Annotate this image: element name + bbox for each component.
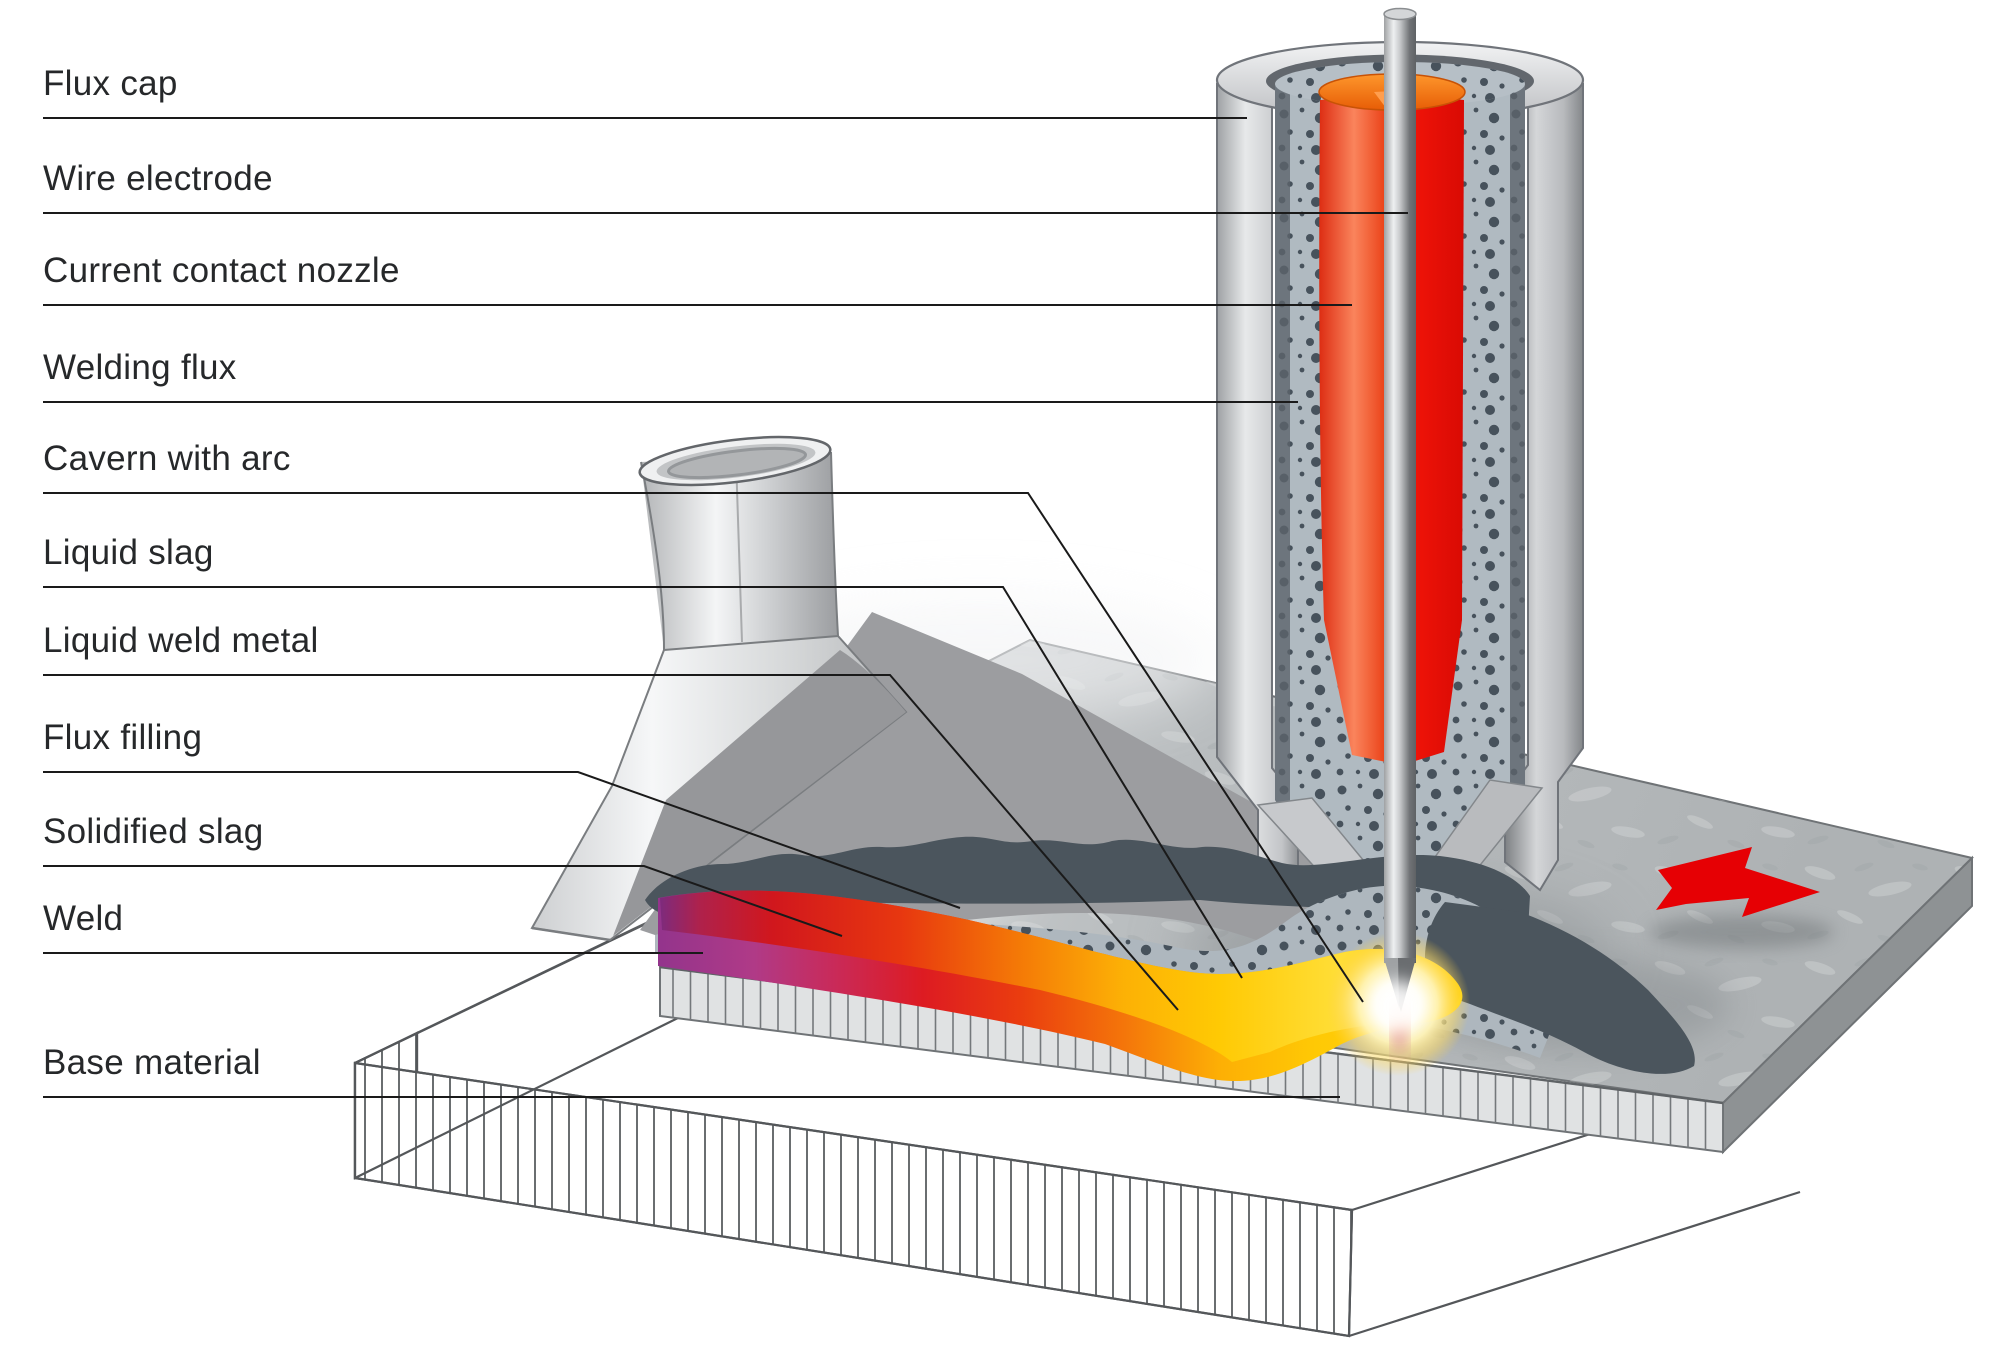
leader-line-liquid-weld-metal [43, 674, 1179, 1011]
flux-hopper-funnel [530, 435, 908, 942]
leader-line-liquid-slag [43, 586, 1243, 979]
current-contact-nozzle-body [1318, 73, 1466, 762]
leader-line-solidified-slag [43, 865, 843, 937]
label-welding-flux: Welding flux [43, 348, 237, 387]
label-liquid-weld-metal: Liquid weld metal [43, 621, 319, 660]
label-flux-filling: Flux filling [43, 718, 203, 757]
weld-bead-top-surface [660, 890, 1461, 1062]
travel-direction-arrow-icon [1650, 847, 1834, 949]
label-base-material: Base material [43, 1043, 261, 1082]
label-solidified-slag: Solidified slag [43, 812, 264, 851]
solidified-slag-band [645, 836, 1530, 930]
label-liquid-slag: Liquid slag [43, 533, 214, 572]
leader-lines [43, 117, 1408, 1098]
leader-line-cavern-with-arc [43, 492, 1364, 1003]
wire-electrode-rod [1372, 7, 1424, 1058]
leader-line-flux-filling [43, 771, 961, 909]
label-current-contact-nozzle: Current contact nozzle [43, 251, 400, 290]
label-weld: Weld [43, 899, 124, 938]
label-cavern-with-arc: Cavern with arc [43, 439, 291, 478]
label-flux-cap: Flux cap [43, 64, 178, 103]
base-block-wireframe [353, 877, 1801, 1338]
label-wire-electrode: Wire electrode [43, 159, 273, 198]
flux-cap-right-wall [1504, 82, 1584, 892]
slag-patch-right [1425, 902, 1695, 1074]
weld-bead [658, 890, 1470, 1082]
